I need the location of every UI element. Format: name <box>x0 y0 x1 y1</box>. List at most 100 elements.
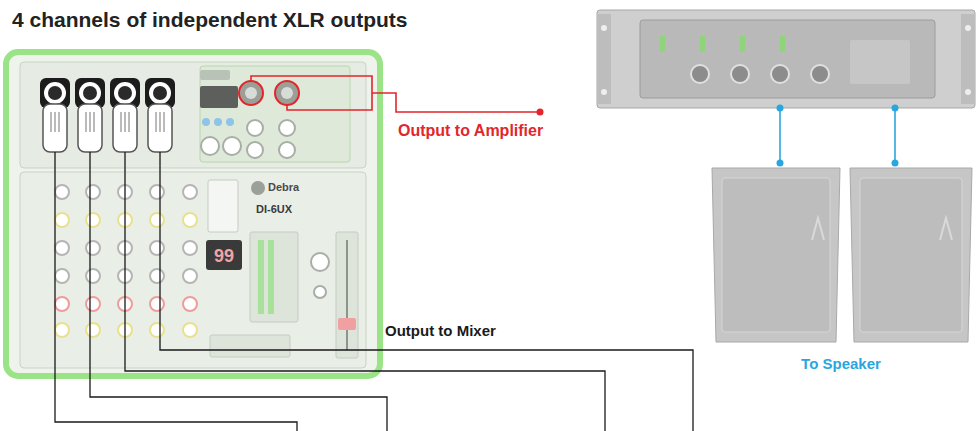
channel-knobs-part <box>150 269 164 283</box>
amplifier-part <box>771 65 789 83</box>
speakers-part <box>860 178 962 332</box>
xlr-plugs <box>43 104 172 152</box>
channel-knobs-part <box>183 269 197 283</box>
xlr-plugs-part <box>156 112 157 132</box>
channel-knobs-part <box>150 323 164 337</box>
speakers <box>712 168 972 342</box>
xlr-jacks-part <box>48 86 62 100</box>
channel-knobs-part <box>183 241 197 255</box>
model-name: DI-6UX <box>256 203 292 216</box>
amplifier <box>597 10 975 108</box>
amplifier-part <box>601 89 607 95</box>
main-output-jacks-part <box>247 142 263 158</box>
amplifier-part <box>850 40 910 84</box>
channel-knobs <box>55 185 197 337</box>
speaker-links-part <box>892 160 899 167</box>
xlr-plugs-part <box>55 112 56 132</box>
xlr-jacks-part <box>153 86 167 100</box>
main-output-jacks-part <box>239 81 263 105</box>
speakers-part <box>722 178 830 332</box>
amplifier-label: Output to Amplifier <box>398 122 543 140</box>
amplifier-part <box>601 25 607 31</box>
mixer-master-section-part <box>250 232 298 322</box>
xlr-jacks-part <box>83 86 97 100</box>
amplifier-part <box>731 65 749 83</box>
xlr-plugs-part <box>43 104 67 152</box>
mixer-master-section-part <box>251 181 265 195</box>
mixer-master-section-part <box>338 318 356 330</box>
xlr-cables-part <box>55 152 297 431</box>
xlr-jacks-part <box>149 82 171 104</box>
channel-knobs-part <box>55 213 69 227</box>
mixer-master-section-part <box>210 335 290 357</box>
main-output-jacks-part <box>275 81 299 105</box>
mixer-display-part <box>201 137 219 155</box>
channel-knobs-part <box>183 323 197 337</box>
display-digits: 99 <box>214 246 234 267</box>
xlr-plugs-part <box>51 112 52 132</box>
mixer-label: Output to Mixer <box>385 322 496 339</box>
speakers-part <box>812 218 824 240</box>
xlr-jacks-part <box>79 82 101 104</box>
mixer-master-section-part <box>314 286 326 298</box>
mixer-master-section-part <box>208 180 238 232</box>
mixer-body <box>6 52 380 376</box>
main-output-jacks-part <box>281 87 293 99</box>
speakers-part <box>850 168 972 342</box>
xlr-jacks-part <box>118 86 132 100</box>
channel-knobs-part <box>86 241 100 255</box>
amplifier-part <box>811 65 829 83</box>
main-output-jacks-part <box>245 87 257 99</box>
channel-knobs-part <box>86 297 100 311</box>
xlr-cables-part <box>90 152 387 431</box>
xlr-plugs-part <box>129 112 130 132</box>
amplifier-part <box>660 36 665 52</box>
main-output-jacks <box>239 81 299 158</box>
speaker-links-part <box>894 108 896 163</box>
speakers-part <box>712 168 840 342</box>
channel-knobs-part <box>150 297 164 311</box>
xlr-plugs-part <box>113 104 137 152</box>
xlr-plugs-part <box>90 112 91 132</box>
main-output-jacks-part <box>279 142 295 158</box>
speaker-label: To Speaker <box>801 355 881 372</box>
speaker-links-part <box>777 105 784 112</box>
channel-knobs-part <box>55 297 69 311</box>
main-output-jacks-part <box>279 120 295 136</box>
channel-knobs-part <box>86 269 100 283</box>
xlr-jacks-part <box>114 82 136 104</box>
channel-knobs-part <box>86 323 100 337</box>
xlr-jacks-part <box>44 82 66 104</box>
speaker-links-part <box>777 160 784 167</box>
mixer-master-section-part <box>336 232 358 358</box>
amplifier-part <box>640 20 935 98</box>
brand-name: Debra <box>268 181 299 194</box>
channel-knobs-part <box>150 185 164 199</box>
channel-knobs-part <box>55 241 69 255</box>
xlr-plugs-part <box>148 104 172 152</box>
mixer-display-part <box>223 137 241 155</box>
xlr-plugs-part <box>121 112 122 132</box>
mixer-display <box>200 70 241 155</box>
speakers-part <box>940 218 952 240</box>
diagram-title: 4 channels of independent XLR outputs <box>12 8 408 32</box>
mixer-master-section-part <box>206 240 242 270</box>
amplifier-lead-part <box>251 76 372 110</box>
speaker-links-part <box>779 108 781 163</box>
amplifier-part <box>597 10 975 108</box>
mixer-body-part <box>6 52 380 376</box>
channel-knobs-part <box>150 241 164 255</box>
amplifier-part <box>597 14 611 104</box>
channel-knobs-part <box>183 185 197 199</box>
mixer-master-section <box>206 180 358 358</box>
mixer-display-part <box>200 70 230 80</box>
xlr-plugs-part <box>59 112 60 132</box>
amplifier-lead <box>251 76 540 112</box>
amplifier-part <box>780 36 785 52</box>
channel-knobs-part <box>55 269 69 283</box>
amplifier-lead-part <box>372 93 540 112</box>
amplifier-part <box>691 65 709 83</box>
xlr-cables <box>55 152 693 431</box>
amplifier-part <box>965 25 971 31</box>
